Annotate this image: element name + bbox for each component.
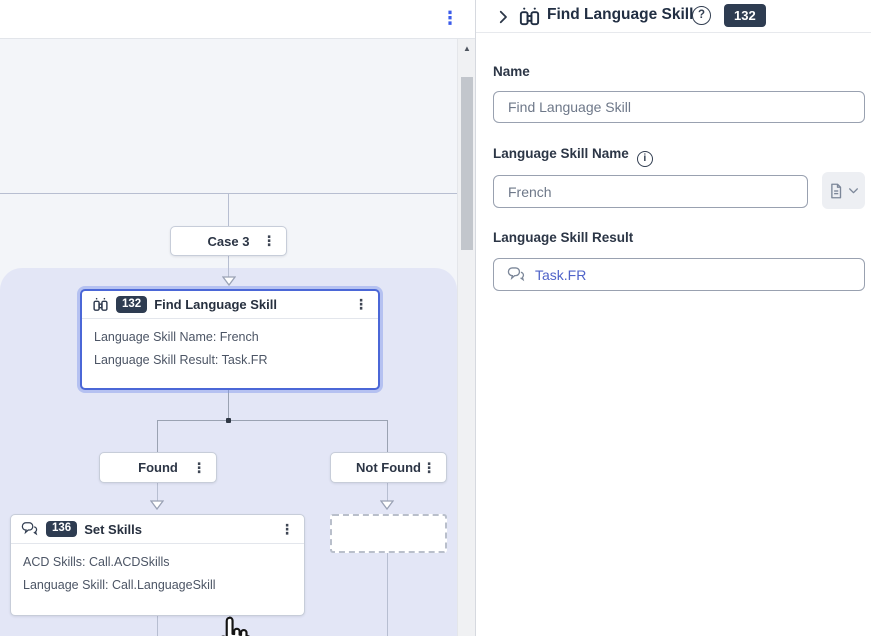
node-menu-kebab-icon[interactable]: ⋮	[192, 459, 206, 475]
language-skill-name-field-label: Language Skill Name i	[493, 146, 653, 167]
node-case-3[interactable]: Case 3 ⋮	[170, 226, 287, 256]
panel-title: Find Language Skill	[547, 6, 694, 23]
scrollbar-up-arrow[interactable]: ▲	[463, 44, 471, 53]
chevron-right-icon[interactable]	[494, 8, 512, 26]
name-input[interactable]	[493, 91, 865, 123]
chevron-down-icon	[849, 188, 858, 194]
connector-line	[157, 616, 158, 636]
node-find-language-skill[interactable]: 132 Find Language Skill ⋮ Language Skill…	[80, 289, 380, 390]
panel-header: Find Language Skill ? 132	[476, 0, 871, 33]
chat-bubbles-icon	[507, 267, 525, 282]
node-title: Find Language Skill	[154, 297, 277, 312]
node-detail-line: Language Skill Result: Task.FR	[94, 353, 268, 367]
node-body: Language Skill Name: French Language Ski…	[82, 319, 378, 379]
node-header: 132 Find Language Skill ⋮	[82, 291, 378, 319]
binoculars-icon	[519, 7, 540, 26]
name-field-label: Name	[493, 64, 530, 79]
node-label: Case 3	[207, 233, 250, 249]
connector-line	[157, 420, 158, 452]
connector-line	[228, 390, 229, 420]
arrowhead-icon	[222, 276, 236, 286]
node-label: Found	[138, 460, 178, 475]
node-menu-kebab-icon[interactable]: ⋮	[280, 520, 294, 537]
help-icon[interactable]: ?	[692, 6, 711, 25]
node-menu-kebab-icon[interactable]: ⋮	[262, 232, 276, 249]
language-skill-result-field[interactable]: Task.FR	[493, 258, 865, 291]
canvas-menu-kebab-icon[interactable]: ⋮	[441, 8, 459, 28]
connector-line	[387, 420, 388, 452]
node-header: 136 Set Skills ⋮	[11, 515, 304, 544]
panel-id-badge: 132	[724, 4, 766, 27]
connector-line	[228, 193, 229, 226]
node-placeholder-dropzone[interactable]	[330, 514, 447, 553]
node-detail-line: Language Skill Name: French	[94, 330, 259, 344]
language-skill-name-input[interactable]	[493, 175, 808, 208]
document-icon	[831, 183, 842, 198]
node-id-badge: 132	[116, 296, 148, 313]
node-detail-line: Language Skill: Call.LanguageSkill	[23, 578, 216, 592]
node-menu-kebab-icon[interactable]: ⋮	[354, 296, 368, 312]
node-output-not-found[interactable]: Not Found ⋮	[330, 452, 447, 483]
arrowhead-icon	[380, 500, 394, 510]
canvas-scrollbar[interactable]: ▲	[457, 39, 475, 636]
info-icon[interactable]: i	[636, 151, 653, 167]
canvas-toolbar: ⋮	[0, 0, 475, 39]
arrowhead-icon	[150, 500, 164, 510]
node-set-skills[interactable]: 136 Set Skills ⋮ ACD Skills: Call.ACDSki…	[10, 514, 305, 616]
chat-bubbles-icon	[21, 522, 38, 536]
scrollbar-thumb[interactable]	[461, 77, 473, 250]
result-variable-value: Task.FR	[535, 266, 587, 283]
language-skill-name-label-text: Language Skill Name	[493, 146, 629, 161]
node-menu-kebab-icon[interactable]: ⋮	[422, 459, 436, 475]
connector-line	[157, 483, 158, 501]
language-skill-result-field-label: Language Skill Result	[493, 230, 634, 245]
binoculars-icon	[93, 297, 108, 311]
node-title: Set Skills	[84, 521, 142, 537]
node-body: ACD Skills: Call.ACDSkills Language Skil…	[11, 544, 304, 604]
node-output-found[interactable]: Found ⋮	[99, 452, 217, 483]
connector-line	[228, 256, 229, 277]
connector-line	[387, 553, 388, 636]
connector-line	[387, 483, 388, 501]
connector-junction-dot	[226, 418, 231, 423]
node-detail-line: ACD Skills: Call.ACDSkills	[23, 555, 170, 569]
node-label: Not Found	[356, 460, 421, 475]
connector-line	[157, 420, 388, 421]
node-id-badge: 136	[46, 520, 78, 538]
properties-panel: Find Language Skill ? 132 Name Language …	[476, 0, 871, 636]
flow-canvas[interactable]: Case 3 ⋮ 132 Find Language Skill ⋮ Langu…	[0, 39, 457, 636]
expression-mode-dropdown-button[interactable]	[822, 172, 865, 209]
pane-divider	[475, 0, 476, 636]
